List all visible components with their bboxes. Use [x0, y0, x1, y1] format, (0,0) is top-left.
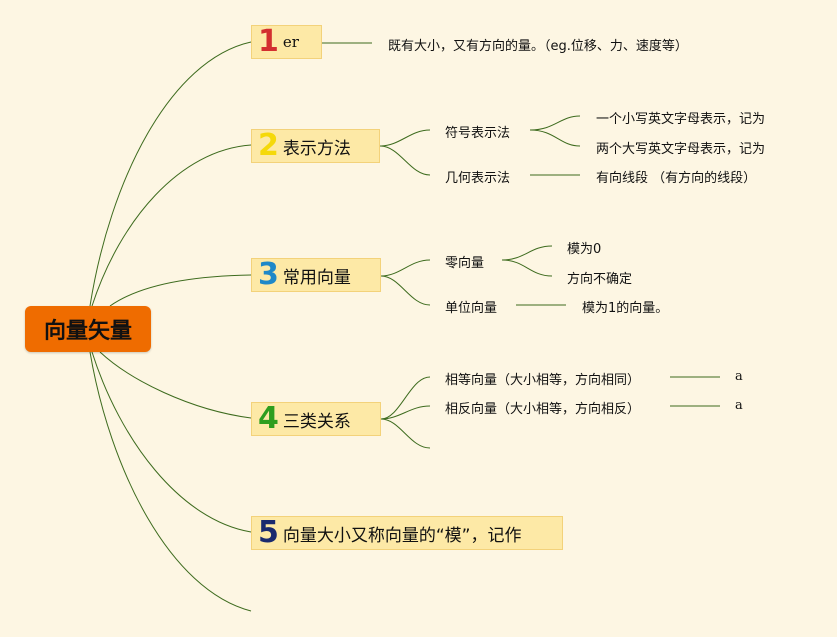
branch-5-number: 5: [258, 515, 279, 550]
opposite-symbol-node[interactable]: a: [735, 398, 743, 413]
root-label: 向量矢量: [43, 319, 132, 344]
connector-root-b1: [89, 41, 252, 307]
geometry-desc-node[interactable]: 有向线段 （有方向的线段）: [596, 171, 757, 186]
connector-b3-unit: [380, 275, 431, 306]
connector-b2-geometry: [379, 145, 431, 176]
symbol-upper-node[interactable]: 两个大写英文字母表示，记为: [596, 142, 766, 157]
connector-root-b2: [91, 144, 252, 307]
branch-1-number: 1: [258, 24, 279, 59]
symbol-method-node[interactable]: 符号表示法: [445, 126, 511, 141]
connector-zero-direction: [501, 259, 553, 277]
connector-root-b3: [109, 274, 252, 307]
root-node[interactable]: 向量矢量: [25, 306, 151, 352]
opposite-vectors-node[interactable]: 相反向量（大小相等，方向相反）: [445, 402, 641, 417]
zero-vector-node[interactable]: 零向量: [445, 256, 485, 271]
branch-1[interactable]: 1 er: [251, 25, 322, 59]
zero-modulus-node[interactable]: 模为0: [567, 242, 602, 257]
branch-4[interactable]: 4 三类关系: [251, 402, 381, 436]
symbol-lower-node[interactable]: 一个小写英文字母表示，记为: [596, 112, 766, 127]
branch-3[interactable]: 3 常用向量: [251, 258, 381, 292]
branch-4-number: 4: [258, 401, 279, 436]
connector-root-b4: [99, 351, 252, 419]
equal-vectors-node[interactable]: 相等向量（大小相等，方向相同）: [445, 373, 641, 388]
branch-5[interactable]: 5 向量大小又称向量的“模”，记作: [251, 516, 563, 550]
zero-direction-node[interactable]: 方向不确定: [567, 272, 633, 287]
branch-1-label: er: [282, 33, 299, 51]
connector-symbol-upper: [529, 129, 581, 147]
branch-3-label: 常用向量: [282, 267, 351, 288]
connector-b4-opposite: [380, 405, 431, 420]
connector-root-b5: [91, 351, 252, 533]
connector-b4-equal: [380, 376, 431, 420]
b1-description[interactable]: 既有大小，又有方向的量。（eg.位移、力、速度等）: [388, 39, 688, 54]
branch-2-number: 2: [258, 128, 279, 163]
unit-vector-node[interactable]: 单位向量: [445, 301, 498, 316]
branch-2[interactable]: 2 表示方法: [251, 129, 380, 163]
branch-5-label: 向量大小又称向量的“模”，记作: [282, 525, 522, 546]
unit-desc-node[interactable]: 模为1的向量。: [582, 301, 669, 316]
connector-zero-modulus: [501, 245, 553, 261]
connector-root-tail: [89, 351, 252, 612]
geometry-method-node[interactable]: 几何表示法: [445, 171, 511, 186]
branch-4-label: 三类关系: [282, 411, 351, 432]
branch-3-number: 3: [258, 257, 279, 292]
connector-symbol-lower: [529, 115, 581, 131]
connector-b3-zero: [380, 259, 431, 277]
branch-2-label: 表示方法: [282, 138, 351, 159]
equal-symbol-node[interactable]: a: [735, 369, 743, 384]
connector-b4-third: [380, 418, 431, 449]
connector-b2-symbol: [379, 129, 431, 147]
